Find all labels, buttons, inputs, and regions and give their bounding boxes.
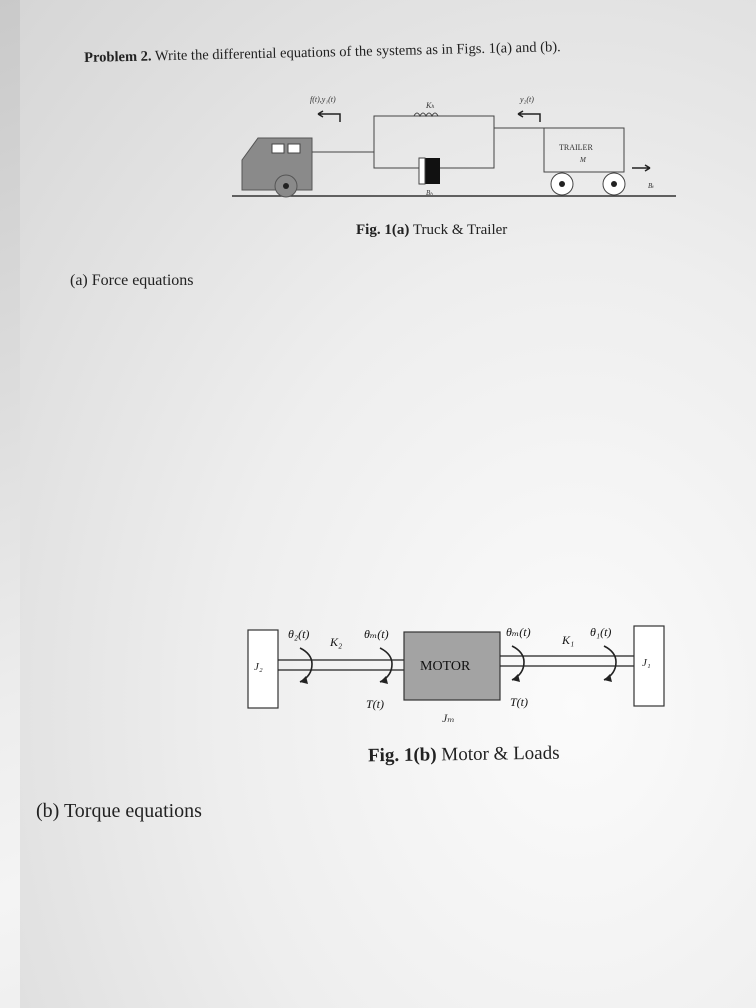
truck-window-1 xyxy=(271,143,285,154)
motor-block xyxy=(403,631,501,701)
theta1-label: θ₁(t) xyxy=(590,625,611,639)
truck-window-2 xyxy=(287,143,301,154)
figure-1b-caption-label: Fig. 1(b) xyxy=(367,744,437,767)
spring-label: Kₕ xyxy=(425,101,435,110)
k2-label: K₂ xyxy=(329,635,342,649)
j1-inertia-box xyxy=(633,625,665,707)
friction-arrow xyxy=(632,164,651,172)
k1-label: K₁ xyxy=(561,633,574,647)
figure-1a-caption: Fig. 1(a) Truck & Trailer xyxy=(356,222,507,239)
trailer-mass-label: M xyxy=(579,156,587,164)
figure-1b-caption: Fig. 1(b) Motor & Loads xyxy=(368,743,560,768)
y2-arrow xyxy=(517,110,541,122)
jm-label: Jₘ xyxy=(442,711,455,725)
trailer-box xyxy=(543,127,625,173)
force-arrow xyxy=(317,110,341,122)
j2-label: J₂ xyxy=(254,661,263,673)
friction-label: Bₜ xyxy=(648,182,654,190)
figure-1b-motor-loads: J₂ MOTOR J₁ θ₂(t) K₂ θₘ(t) θₘ(t) K₁ θ₁(t… xyxy=(247,625,665,725)
damper-symbol xyxy=(424,158,440,184)
spring-symbol xyxy=(413,112,439,118)
damper-label: Bₕ xyxy=(426,189,433,197)
thetam-left-label: θₘ(t) xyxy=(364,627,389,641)
thetam-right-label: θₘ(t) xyxy=(506,625,531,639)
j2-inertia-box xyxy=(247,629,279,709)
figure-1b-caption-text: Motor & Loads xyxy=(441,742,560,766)
torque-left-label: T(t) xyxy=(366,697,384,711)
y2-label: y₂(t) xyxy=(519,95,534,104)
torque-right-label: T(t) xyxy=(510,695,528,709)
theta2-label: θ₂(t) xyxy=(288,627,309,641)
figure-1a-caption-label: Fig. 1(a) xyxy=(356,222,410,238)
trailer-label: TRAILER xyxy=(559,143,593,152)
motor-label: MOTOR xyxy=(420,659,471,674)
j1-label: J₁ xyxy=(642,657,651,669)
figure-1a-caption-text: Truck & Trailer xyxy=(412,222,508,238)
problem-label: Problem 2. xyxy=(84,48,152,66)
section-b-heading: (b) Torque equations xyxy=(36,800,202,822)
section-a-heading: (a) Force equations xyxy=(70,272,194,289)
force-label: f(t),y₁(t) xyxy=(310,95,336,104)
truck-wheel-hub xyxy=(283,183,289,189)
figure-1a-truck-trailer: TRAILER M f(t),y₁(t) Kₕ y₂(t) Bₕ Bₜ xyxy=(232,95,676,198)
